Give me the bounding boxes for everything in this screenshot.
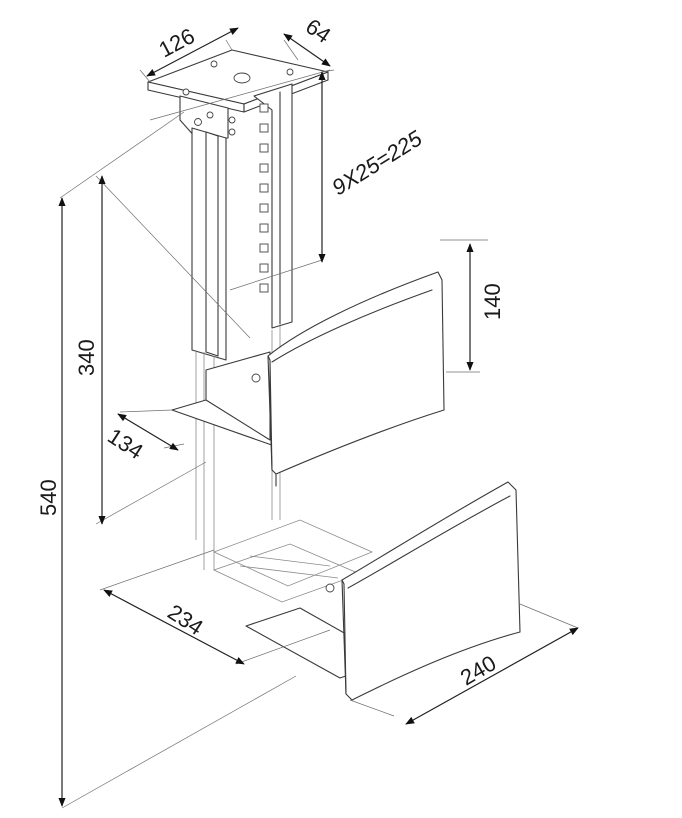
dim-line-234 — [103, 589, 245, 665]
dim-label-140: 140 — [480, 283, 505, 320]
bracket-hole-icon — [228, 128, 236, 136]
screw-hole-icon — [182, 88, 190, 96]
dim-label-126: 126 — [155, 23, 199, 62]
center-hole-icon — [233, 72, 251, 84]
dim-line-64 — [283, 33, 331, 67]
knob-icon — [251, 373, 261, 383]
dim-line-240 — [405, 627, 579, 725]
screw-hole-icon — [286, 68, 294, 76]
screw-hole-icon — [210, 60, 218, 68]
bracket-hole-icon — [194, 118, 202, 126]
dim-label-234: 234 — [163, 599, 207, 640]
upper-holder — [171, 271, 445, 487]
dim-label-240: 240 — [456, 650, 500, 690]
dim-label-225: 9X25=225 — [327, 125, 426, 200]
dim-label-64: 64 — [301, 14, 335, 49]
dimension-lines — [58, 27, 579, 807]
vertical-column — [191, 83, 293, 570]
bracket-hole-icon — [206, 111, 214, 119]
mounting-plate — [147, 49, 329, 139]
dim-label-134: 134 — [103, 423, 147, 464]
adjustment-slots — [259, 103, 269, 293]
bracket-hole-icon — [228, 116, 236, 124]
dim-line-126 — [146, 27, 239, 77]
dim-label-540: 540 — [36, 479, 61, 516]
knob-icon — [325, 583, 335, 593]
dim-line-134 — [117, 413, 179, 451]
dim-label-340: 340 — [74, 339, 99, 376]
